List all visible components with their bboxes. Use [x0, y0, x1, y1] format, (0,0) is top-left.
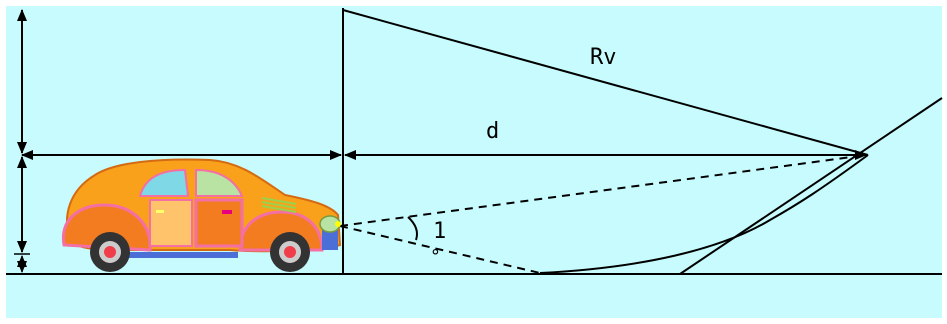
rear-wheel-hub [284, 246, 296, 258]
car-bumper [108, 252, 238, 258]
upper-beam-dashed-line [339, 154, 867, 227]
angle-arc [407, 216, 418, 241]
rv-slope-line [342, 9, 869, 156]
d-label: d [486, 119, 499, 144]
car-illustration [61, 158, 342, 272]
degree-symbol: ° [430, 246, 441, 267]
angle-label: 1 [433, 219, 446, 244]
car-front-door [149, 199, 193, 247]
door-handle-front [156, 210, 164, 213]
lower-beam-dashed-line [339, 225, 541, 274]
car-window-rear [195, 168, 244, 197]
car-grille [261, 197, 297, 213]
front-wheel-hub [104, 246, 116, 258]
light-boundary-curve [539, 154, 869, 274]
car-window-front [138, 168, 190, 197]
headlight-lamp [335, 221, 341, 227]
car-rear-door [194, 198, 244, 248]
door-handle [222, 210, 232, 214]
incline-line [679, 97, 943, 275]
car-front-fender [61, 203, 152, 252]
rv-label: Rv [590, 45, 617, 70]
